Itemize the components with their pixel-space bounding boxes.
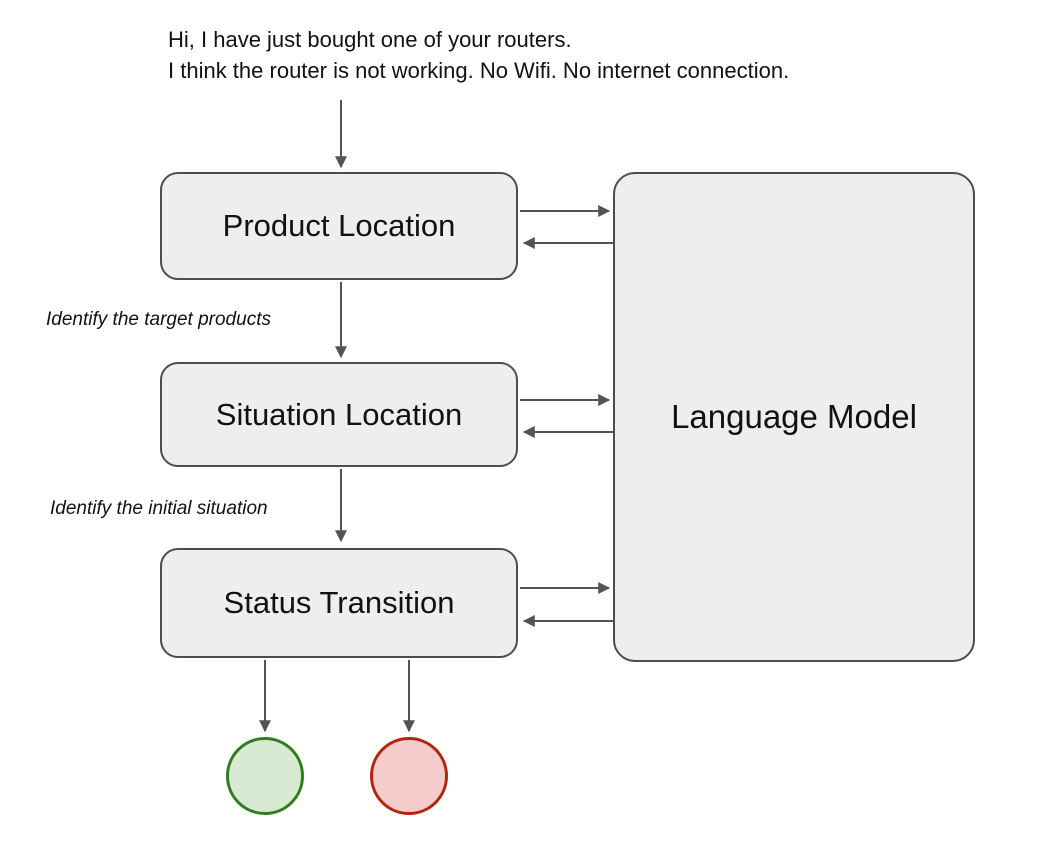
customer-query-text: Hi, I have just bought one of your route…	[168, 24, 789, 86]
node-product-location: Product Location	[160, 172, 518, 280]
edge-label-identify-initial-situation: Identify the initial situation	[50, 498, 268, 519]
customer-query-line-1: Hi, I have just bought one of your route…	[168, 27, 572, 52]
node-status-transition-label: Status Transition	[223, 585, 455, 620]
node-language-model-label: Language Model	[671, 398, 917, 435]
customer-query-line-2: I think the router is not working. No Wi…	[168, 58, 790, 83]
node-language-model: Language Model	[613, 172, 975, 662]
green-circle	[226, 737, 304, 815]
edge-label-identify-target-products: Identify the target products	[46, 309, 271, 330]
node-situation-location-label: Situation Location	[215, 396, 463, 432]
node-product-location-label: Product Location	[222, 208, 456, 243]
node-status-transition: Status Transition	[160, 548, 518, 658]
red-circle	[370, 737, 448, 815]
node-situation-location: Situation Location	[160, 362, 518, 467]
